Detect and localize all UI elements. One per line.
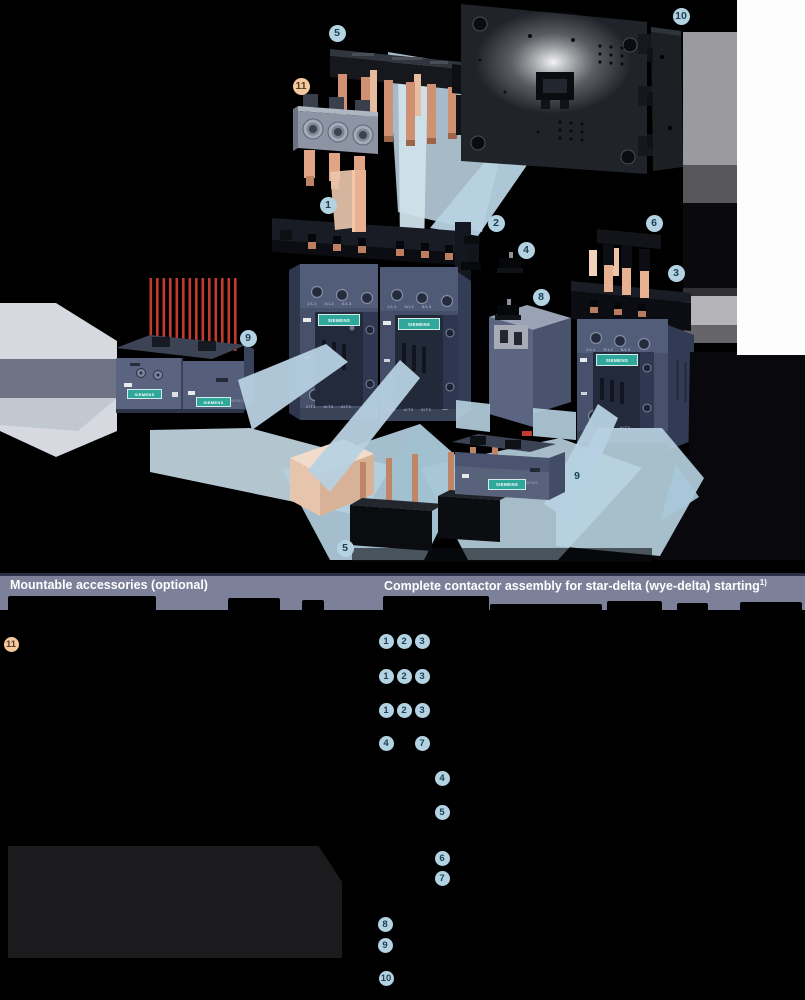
text-silhouette (740, 602, 802, 614)
left-section-title: Mountable accessories (optional) (10, 578, 208, 592)
contactor-pair-top (272, 170, 471, 282)
contactor-right (380, 267, 471, 421)
mounting-plate (461, 4, 654, 174)
callout-badge-11: 11 (292, 77, 310, 95)
callout-badge-11: 11 (3, 636, 19, 652)
callout-badge-1: 1 (378, 668, 394, 684)
busbar-bracket (589, 229, 661, 298)
callout-badge-2: 2 (396, 668, 412, 684)
callout-badge-6: 6 (434, 850, 450, 866)
brand-label: SIEMENS (398, 318, 440, 330)
callout-badge-2: 2 (487, 214, 505, 232)
callout-badge-6: 6 (645, 214, 663, 232)
callout-badge-7: 7 (414, 735, 430, 751)
callout-badge-5: 5 (434, 804, 450, 820)
callout-badge-10: 10 (672, 7, 690, 25)
callout-badge-9: 9 (568, 467, 586, 485)
callout-badge-3: 3 (667, 264, 685, 282)
assembled-unit-silhouette (652, 352, 805, 560)
callout-badge-5: 5 (328, 24, 346, 42)
callout-badge-1: 1 (378, 702, 394, 718)
brand-label: SIEMENS (596, 354, 638, 366)
top-busbar (330, 49, 486, 146)
terminal-block (293, 94, 378, 192)
terminal-labels-top: 1/L1 3/L2 5/L3 (387, 304, 432, 309)
callout-badge-4: 4 (517, 241, 535, 259)
callout-badge-2: 2 (396, 702, 412, 718)
spacer-slab (489, 305, 571, 427)
callout-badge-1: 1 (378, 633, 394, 649)
sub-brand-label: SIRIUS (526, 481, 538, 485)
hinge-panel (647, 27, 683, 171)
text-silhouette (228, 598, 280, 611)
terminal-labels-top: 1/L1 3/L2 5/L3 (307, 301, 352, 306)
callout-badge-2: 2 (396, 633, 412, 649)
brand-label: SIEMENS (488, 479, 526, 490)
text-silhouette (677, 603, 708, 612)
terminal-labels-bottom: 2/T1 4/T2 6/T3 (585, 425, 631, 430)
callout-badge-4: 4 (378, 735, 394, 751)
callout-badge-4: 4 (434, 770, 450, 786)
callout-badge-3: 3 (414, 668, 430, 684)
exploded-diagram (0, 4, 805, 562)
photo-sliver-artifact (683, 32, 737, 343)
right-section-title: Complete contactor assembly for star-del… (384, 578, 767, 593)
terminal-labels-bottom: 2/T1 4/T2 6/T3 (386, 407, 432, 412)
footnote-silhouette-block (8, 846, 342, 958)
text-silhouette (302, 600, 324, 611)
clip-part-4 (497, 252, 523, 273)
brand-label: SIEMENS (196, 397, 231, 407)
callout-badge-3: 3 (414, 702, 430, 718)
footnote-reference: 1) (759, 578, 767, 587)
brand-label: SIEMENS (318, 314, 360, 326)
white-page-artifact (737, 0, 805, 355)
callout-badge-3: 3 (414, 633, 430, 649)
clip-part-8 (495, 299, 521, 320)
callout-badge-9: 9 (239, 329, 257, 347)
callout-badge-9: 9 (377, 937, 393, 953)
right-section-title-text: Complete contactor assembly for star-del… (384, 579, 760, 594)
brand-label: SIEMENS (127, 389, 162, 399)
callout-badge-5: 5 (336, 539, 354, 557)
callout-badge-7: 7 (434, 870, 450, 886)
callout-badge-8: 8 (377, 916, 393, 932)
text-silhouette (8, 596, 156, 612)
callout-badge-10: 10 (378, 970, 394, 986)
gray-ribbon (0, 303, 117, 457)
coil-link-part (461, 236, 481, 270)
sub-brand-label: SIRIUS (231, 399, 243, 403)
callout-badge-1: 1 (319, 196, 337, 214)
callout-badge-8: 8 (532, 288, 550, 306)
contactor-left (289, 264, 378, 420)
terminal-labels-bottom: 2/T1 4/T2 6/T3 (306, 404, 352, 409)
text-silhouette (490, 604, 602, 616)
text-silhouette (383, 596, 489, 612)
text-silhouette (607, 601, 662, 612)
terminal-labels-top: 1/L1 3/L2 5/L3 (586, 347, 631, 352)
